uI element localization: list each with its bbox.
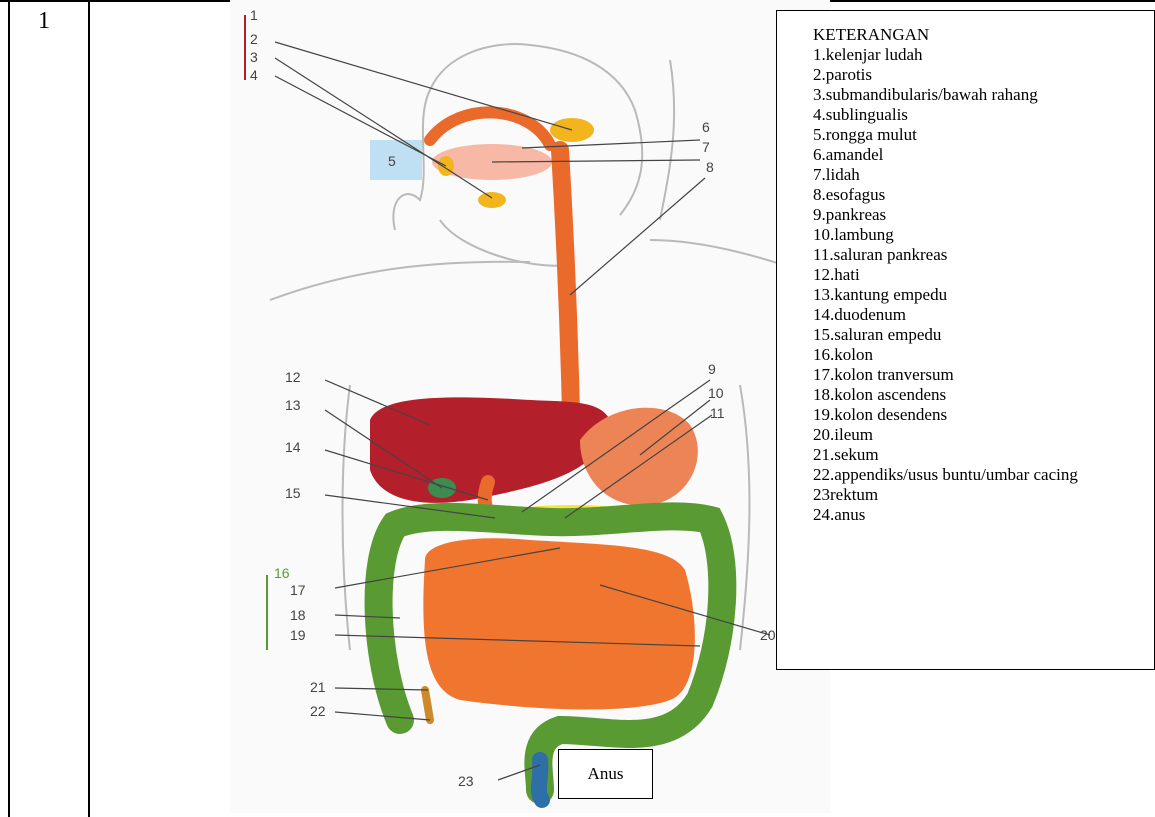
figure-number-14: 14 <box>285 439 301 455</box>
digestive-system-figure: 1 2 3 4 5 6 7 8 9 10 11 12 13 14 15 16 1… <box>230 0 830 813</box>
figure-number-11: 11 <box>710 405 725 421</box>
legend-item: 9.pankreas <box>813 205 1154 225</box>
figure-number-7: 7 <box>702 139 710 155</box>
small-intestine-shape <box>423 538 694 709</box>
legend-item: 2.parotis <box>813 65 1154 85</box>
anus-shape <box>539 760 542 800</box>
legend-item: 1.kelenjar ludah <box>813 45 1154 65</box>
legend-item: 11.saluran pankreas <box>813 245 1154 265</box>
legend-item: 4.sublingualis <box>813 105 1154 125</box>
anus-label: Anus <box>588 764 624 784</box>
table-left-border <box>8 0 10 817</box>
legend-box: KETERANGAN 1.kelenjar ludah 2.parotis 3.… <box>776 10 1155 670</box>
figure-number-5: 5 <box>388 153 396 169</box>
digestive-system-illustration: 1 2 3 4 5 6 7 8 9 10 11 12 13 14 15 16 1… <box>230 0 830 813</box>
legend-item: 23rektum <box>813 485 1154 505</box>
legend-item: 6.amandel <box>813 145 1154 165</box>
legend-item: 13.kantung empedu <box>813 285 1154 305</box>
legend-item: 5.rongga mulut <box>813 125 1154 145</box>
legend-item: 20.ileum <box>813 425 1154 445</box>
figure-number-17: 17 <box>290 582 306 598</box>
legend-item: 10.lambung <box>813 225 1154 245</box>
anus-label-box: Anus <box>558 749 653 799</box>
figure-number-18: 18 <box>290 607 306 623</box>
legend-item: 18.kolon ascendens <box>813 385 1154 405</box>
figure-number-22: 22 <box>310 703 326 719</box>
figure-number-10: 10 <box>708 385 724 401</box>
legend-item: 21.sekum <box>813 445 1154 465</box>
submandibular-gland <box>478 192 506 208</box>
legend-item: 16.kolon <box>813 345 1154 365</box>
figure-number-23: 23 <box>458 773 474 789</box>
figure-number-8: 8 <box>706 159 714 175</box>
legend-item: 17.kolon tranversum <box>813 365 1154 385</box>
figure-number-2: 2 <box>250 31 258 47</box>
table-column-divider <box>88 0 90 817</box>
legend-title: KETERANGAN <box>813 25 1154 45</box>
oral-cavity-highlight <box>370 140 422 180</box>
figure-number-20: 20 <box>760 627 776 643</box>
figure-number-15: 15 <box>285 485 301 501</box>
figure-number-6: 6 <box>702 119 710 135</box>
figure-number-3: 3 <box>250 49 258 65</box>
legend-item: 19.kolon desendens <box>813 405 1154 425</box>
legend-item: 3.submandibularis/bawah rahang <box>813 85 1154 105</box>
figure-number-1: 1 <box>250 7 258 23</box>
figure-number-9: 9 <box>708 361 716 377</box>
figure-number-21: 21 <box>310 679 326 695</box>
legend-item: 15.saluran empedu <box>813 325 1154 345</box>
figure-number-16: 16 <box>274 565 290 581</box>
palate-shape <box>430 112 550 145</box>
figure-number-19: 19 <box>290 627 306 643</box>
legend-item: 7.lidah <box>813 165 1154 185</box>
figure-number-12: 12 <box>285 369 301 385</box>
appendix-shape <box>425 690 430 720</box>
legend-item: 8.esofagus <box>813 185 1154 205</box>
legend-item: 22.appendiks/usus buntu/umbar cacing <box>813 465 1154 485</box>
figure-number-13: 13 <box>285 397 301 413</box>
figure-number-4: 4 <box>250 67 258 83</box>
legend-item: 12.hati <box>813 265 1154 285</box>
legend-item: 14.duodenum <box>813 305 1154 325</box>
row-number: 1 <box>38 8 50 35</box>
legend-item: 24.anus <box>813 505 1154 525</box>
legend-list: 1.kelenjar ludah 2.parotis 3.submandibul… <box>813 45 1154 525</box>
